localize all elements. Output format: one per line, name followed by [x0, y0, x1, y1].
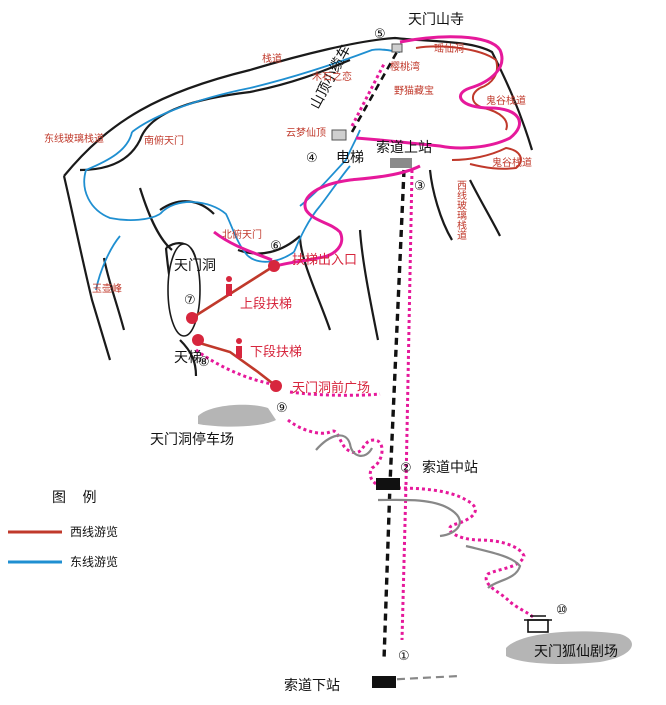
parking-label: 天门洞停车场 [150, 431, 234, 448]
station-10-num: ⑩ [556, 603, 568, 618]
legend-west-label: 西线游览 [70, 524, 118, 539]
station-1-label: 索道下站 [284, 677, 340, 694]
station-8-label: 天梯 [174, 350, 202, 366]
station-5-num: ⑤ [374, 27, 386, 42]
station-4-label: 电梯 [336, 150, 364, 166]
yingtao-label: 樱桃湾 [390, 60, 420, 73]
station-7-num: ⑦ [184, 293, 196, 308]
station-9-label: 天门洞前广场 [292, 380, 370, 396]
station-6-num: ⑥ [270, 239, 282, 254]
station-8-num: ⑧ [198, 355, 210, 370]
yunmeng-label: 云梦仙顶 [286, 126, 326, 139]
station-2-num: ② [400, 461, 412, 476]
beifu-label: 北俯天门 [222, 228, 262, 241]
station-4-num: ④ [306, 151, 318, 166]
station-9-num: ⑨ [276, 401, 288, 416]
station-1-num: ① [398, 649, 410, 664]
mountain-road [315, 434, 522, 682]
guigu-plank-label: 鬼谷栈道 [486, 94, 526, 107]
legend: 图 例 西线游览 东线游览 [8, 490, 118, 569]
station-2-label: 索道中站 [422, 459, 478, 476]
east-route [83, 48, 401, 291]
station-6-label: 扶梯出入口 [292, 253, 357, 268]
yeshou-label: 野猫藏宝 [394, 84, 434, 97]
yuhu-label: 玉壶峰 [92, 282, 122, 295]
station-3-num: ③ [414, 179, 426, 194]
cable-stations [331, 43, 412, 688]
legend-title: 图 例 [52, 490, 102, 506]
west-glass-label: 西线玻璃栈道 [455, 180, 467, 240]
west-route [191, 45, 522, 388]
station-labels: ① 索道下站 ② 索道中站 ③ 索道上站 ④ 电梯 ⑤ 天门山寺 ⑥ 扶梯出入口… [174, 12, 618, 694]
escalator-markers [186, 260, 282, 392]
parking-area [198, 404, 276, 427]
nanfu-label: 南俯天门 [144, 134, 184, 147]
walking-route [195, 63, 536, 641]
station-3-label: 索道上站 [376, 139, 432, 156]
plank-label: 栈道 [262, 52, 282, 65]
station-7-label: 天门洞 [174, 258, 216, 274]
lower-escalator-label: 下段扶梯 [250, 345, 302, 360]
east-glass-label: 东线玻璃栈道 [44, 132, 104, 145]
guigu-cliff-label: 鬼谷栈道 [492, 156, 532, 169]
upper-escalator-label: 上段扶梯 [240, 297, 292, 312]
station-10-label: 天门狐仙剧场 [534, 644, 618, 660]
yaoxian-label: 瑶仙洞 [434, 42, 464, 55]
muishi-label: 木石之恋 [312, 70, 352, 83]
theater-icon [524, 615, 552, 633]
theater-area [506, 631, 632, 664]
legend-east-label: 东线游览 [70, 554, 118, 569]
station-5-label: 天门山寺 [408, 12, 464, 28]
main-tour-route [213, 35, 521, 268]
